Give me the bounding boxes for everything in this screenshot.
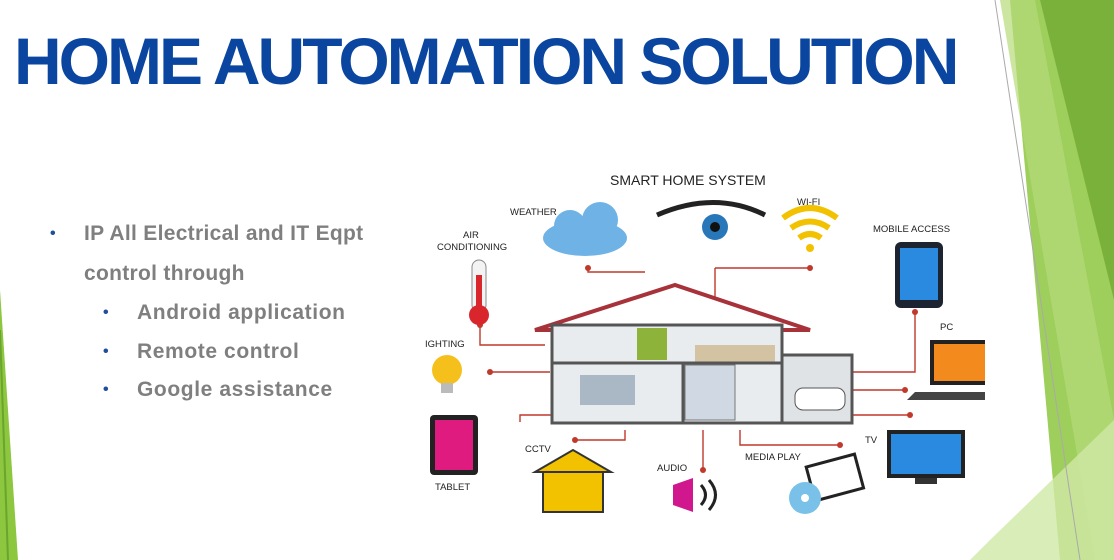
label-tv: TV (865, 435, 878, 446)
laptop-icon (907, 340, 985, 400)
connector-dots (477, 265, 918, 473)
light-bulb-icon (432, 355, 462, 393)
label-air-2: CONDITIONING (437, 242, 507, 253)
sub-bullet-text: Android application (137, 301, 346, 324)
label-tablet: TABLET (435, 482, 470, 493)
sub-bullet-remote: • Remote control (103, 333, 430, 372)
label-lighting: IGHTING (425, 339, 465, 350)
bullet-main-text: IP All Electrical and IT Eqpt control th… (84, 222, 364, 285)
label-air-1: AIR (463, 230, 479, 241)
label-cctv: CCTV (525, 444, 552, 455)
thermometer-icon (469, 259, 489, 325)
sub-bullet-android: • Android application (103, 294, 430, 333)
bullet-dot-icon: • (103, 304, 110, 321)
sub-bullet-text: Remote control (137, 339, 300, 363)
eye-icon (656, 200, 767, 240)
tablet-icon (430, 415, 478, 475)
sub-bullet-google: • Google assistance (103, 371, 430, 410)
label-mobile-access: MOBILE ACCESS (873, 224, 950, 235)
label-wifi: WI-FI (797, 197, 820, 208)
media-player-icon (789, 452, 866, 514)
tv-icon (887, 430, 965, 484)
house-illustration (534, 282, 854, 425)
page-title: HOME AUTOMATION SOLUTION (14, 24, 959, 98)
label-pc: PC (940, 322, 953, 333)
mobile-phone-icon (895, 242, 943, 308)
bullet-dot-icon: • (50, 225, 56, 242)
label-audio: AUDIO (657, 463, 687, 474)
sub-bullet-text: Google assistance (137, 378, 333, 401)
cctv-icon (531, 448, 615, 513)
bullet-dot-icon: • (103, 381, 110, 398)
label-weather: WEATHER (510, 207, 557, 218)
diagram-title: SMART HOME SYSTEM (610, 172, 766, 188)
smart-home-diagram: SMART HOME SYSTEM (425, 172, 985, 514)
label-media-play: MEDIA PLAY (745, 452, 801, 463)
speaker-icon (673, 478, 717, 512)
bullet-list: • IP All Electrical and IT Eqpt control … (50, 214, 430, 410)
bullet-main: • IP All Electrical and IT Eqpt control … (50, 214, 430, 294)
cloud-icon (543, 202, 627, 256)
bullet-dot-icon: • (103, 342, 110, 360)
wifi-icon (781, 205, 839, 241)
